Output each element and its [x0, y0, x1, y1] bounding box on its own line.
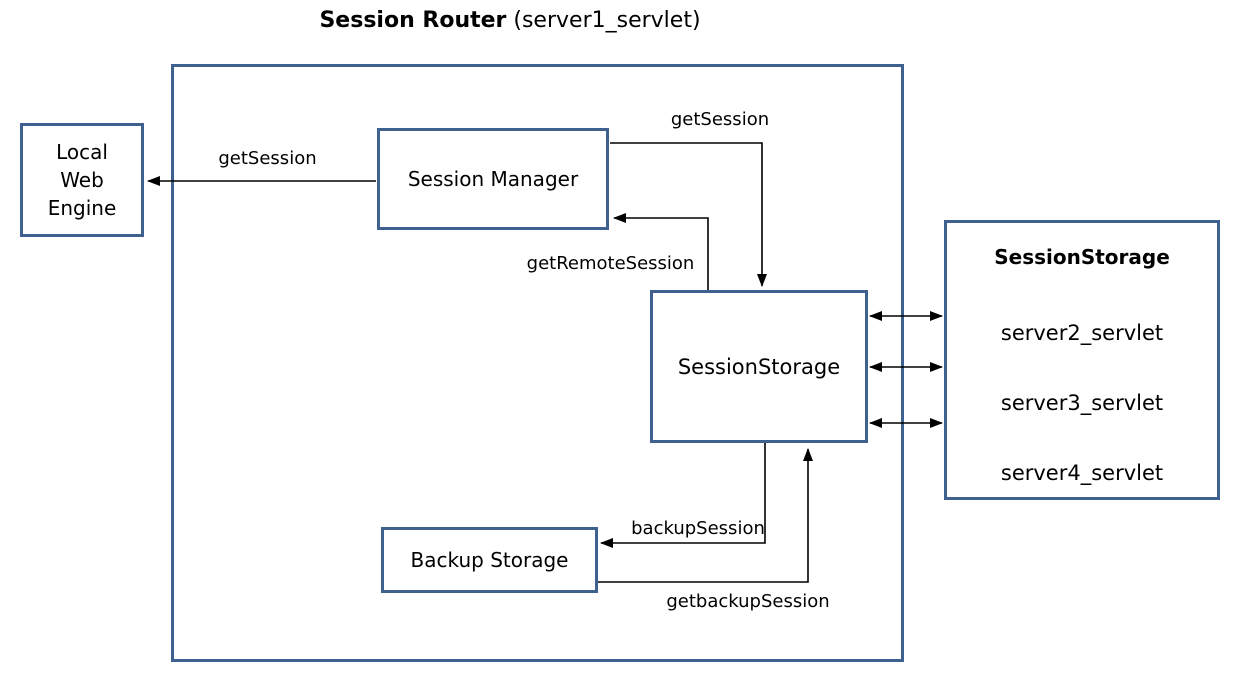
- get-remote-session-label: getRemoteSession: [526, 253, 695, 274]
- session-storage-box: SessionStorage: [650, 290, 868, 443]
- get-backup-session-label: getbackupSession: [666, 591, 830, 612]
- local-web-engine-line2: Web: [60, 168, 104, 192]
- backup-storage-label: Backup Storage: [410, 548, 569, 572]
- local-web-engine-line3: Engine: [47, 196, 117, 220]
- session-manager-box: Session Manager: [377, 128, 609, 230]
- server3-servlet-item: server3_servlet: [1000, 391, 1164, 415]
- backup-session-label: backupSession: [631, 518, 765, 539]
- get-session-left-label: getSession: [218, 148, 317, 169]
- session-manager-label: Session Manager: [407, 167, 579, 191]
- session-storage-label: SessionStorage: [677, 354, 841, 379]
- server4-servlet-item: server4_servlet: [1000, 461, 1164, 485]
- remote-session-storage-box: SessionStorage server2_servlet server3_s…: [944, 220, 1220, 500]
- get-session-down-label: getSession: [670, 109, 770, 130]
- diagram-title-main: Session Router: [319, 8, 507, 33]
- diagram-title-sub: (server1_servlet): [506, 8, 701, 33]
- backup-storage-box: Backup Storage: [381, 527, 598, 593]
- server2-servlet-item: server2_servlet: [1000, 321, 1164, 345]
- remote-session-storage-title: SessionStorage: [994, 245, 1170, 269]
- local-web-engine-box: Local Web Engine: [20, 123, 144, 237]
- diagram-title: Session Router (server1_servlet): [300, 8, 720, 33]
- local-web-engine-line1: Local: [56, 140, 108, 164]
